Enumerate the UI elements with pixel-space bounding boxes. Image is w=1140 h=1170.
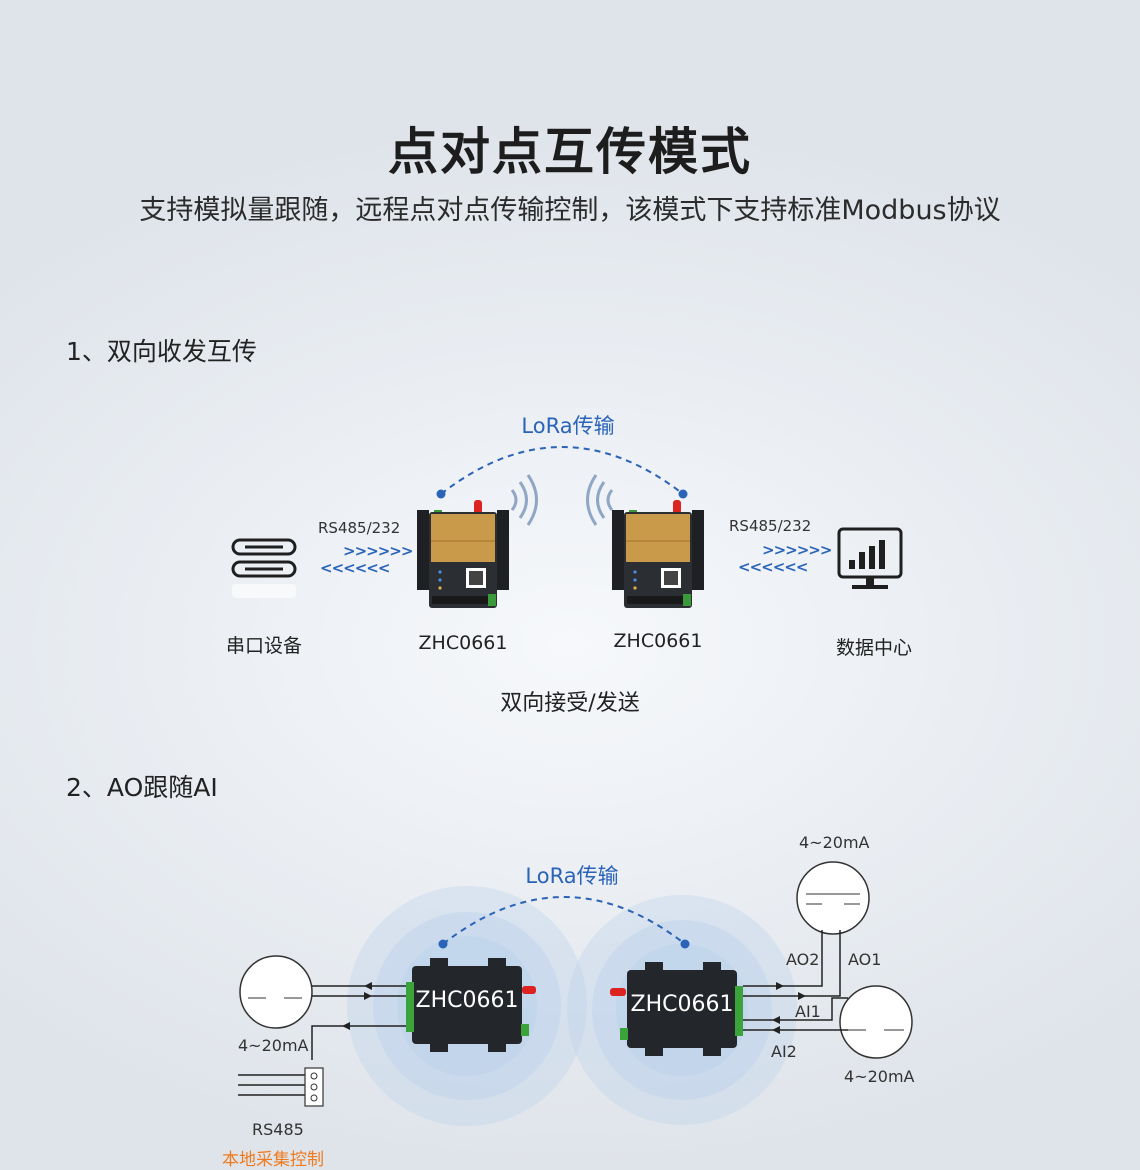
right-send-arrows: >>>>>>	[762, 541, 832, 559]
lora-dot-left-2	[438, 939, 448, 949]
left-arrowheads	[342, 982, 372, 1030]
lora-arc-1	[440, 446, 684, 495]
left-current-label: 4~20mA	[238, 1036, 309, 1055]
local-control-label: 本地采集控制	[222, 1150, 324, 1170]
section1-heading: 1、双向收发互传	[66, 337, 257, 366]
ai1-label: AI1	[795, 1002, 821, 1021]
device-a-label: ZHC0661	[418, 632, 508, 654]
right-bottom-gauge-icon	[839, 985, 913, 1059]
lora-dot-right-2	[680, 939, 690, 949]
device-zhc0661-c-image	[406, 958, 536, 1052]
signal-icon-right	[510, 474, 538, 526]
right-protocol-label: RS485/232	[729, 517, 812, 535]
data-center-label: 数据中心	[835, 637, 912, 659]
top-right-current-label: 4~20mA	[799, 833, 870, 852]
ao2-label: AO2	[786, 950, 820, 969]
right-receive-arrows: <<<<<<	[738, 558, 808, 576]
left-wires	[238, 985, 406, 1096]
rs485-label: RS485	[252, 1120, 304, 1139]
lora-label-1: LoRa传输	[521, 414, 615, 438]
device-c-label: ZHC0661	[415, 988, 519, 1013]
lora-dot-right-1	[678, 489, 688, 499]
monitor-chart-icon	[837, 527, 903, 589]
bidirectional-caption: 双向接受/发送	[500, 691, 640, 716]
device-zhc0661-d-image	[610, 962, 743, 1056]
section2-heading: 2、AO跟随AI	[66, 773, 218, 802]
device-b-label: ZHC0661	[613, 630, 703, 652]
left-gauge-icon	[239, 955, 313, 1029]
left-send-arrows: >>>>>>	[343, 542, 413, 560]
device-zhc0661-a-image	[417, 500, 509, 608]
right-top-gauge-icon	[796, 861, 870, 935]
lora-arc-2	[442, 896, 686, 945]
lora-dot-left-1	[436, 489, 446, 499]
ai2-label: AI2	[771, 1042, 797, 1061]
serial-device-icon	[231, 538, 297, 578]
lora-label-2: LoRa传输	[525, 864, 619, 888]
serial-device-label: 串口设备	[225, 635, 302, 657]
left-receive-arrows: <<<<<<	[320, 559, 390, 577]
right-arrowheads	[772, 982, 806, 1034]
left-protocol-label: RS485/232	[318, 519, 401, 537]
right-wires	[743, 930, 848, 1031]
rs485-connector-icon	[304, 1067, 324, 1107]
bottom-right-current-label: 4~20mA	[844, 1067, 915, 1086]
ao1-label: AO1	[848, 950, 882, 969]
device-d-label: ZHC0661	[630, 992, 734, 1017]
page-title: 点对点互传模式	[388, 123, 752, 181]
device-zhc0661-b-image	[612, 500, 704, 608]
signal-icon-left	[586, 474, 614, 526]
page-subtitle: 支持模拟量跟随，远程点对点传输控制，该模式下支持标准Modbus协议	[139, 195, 1001, 226]
